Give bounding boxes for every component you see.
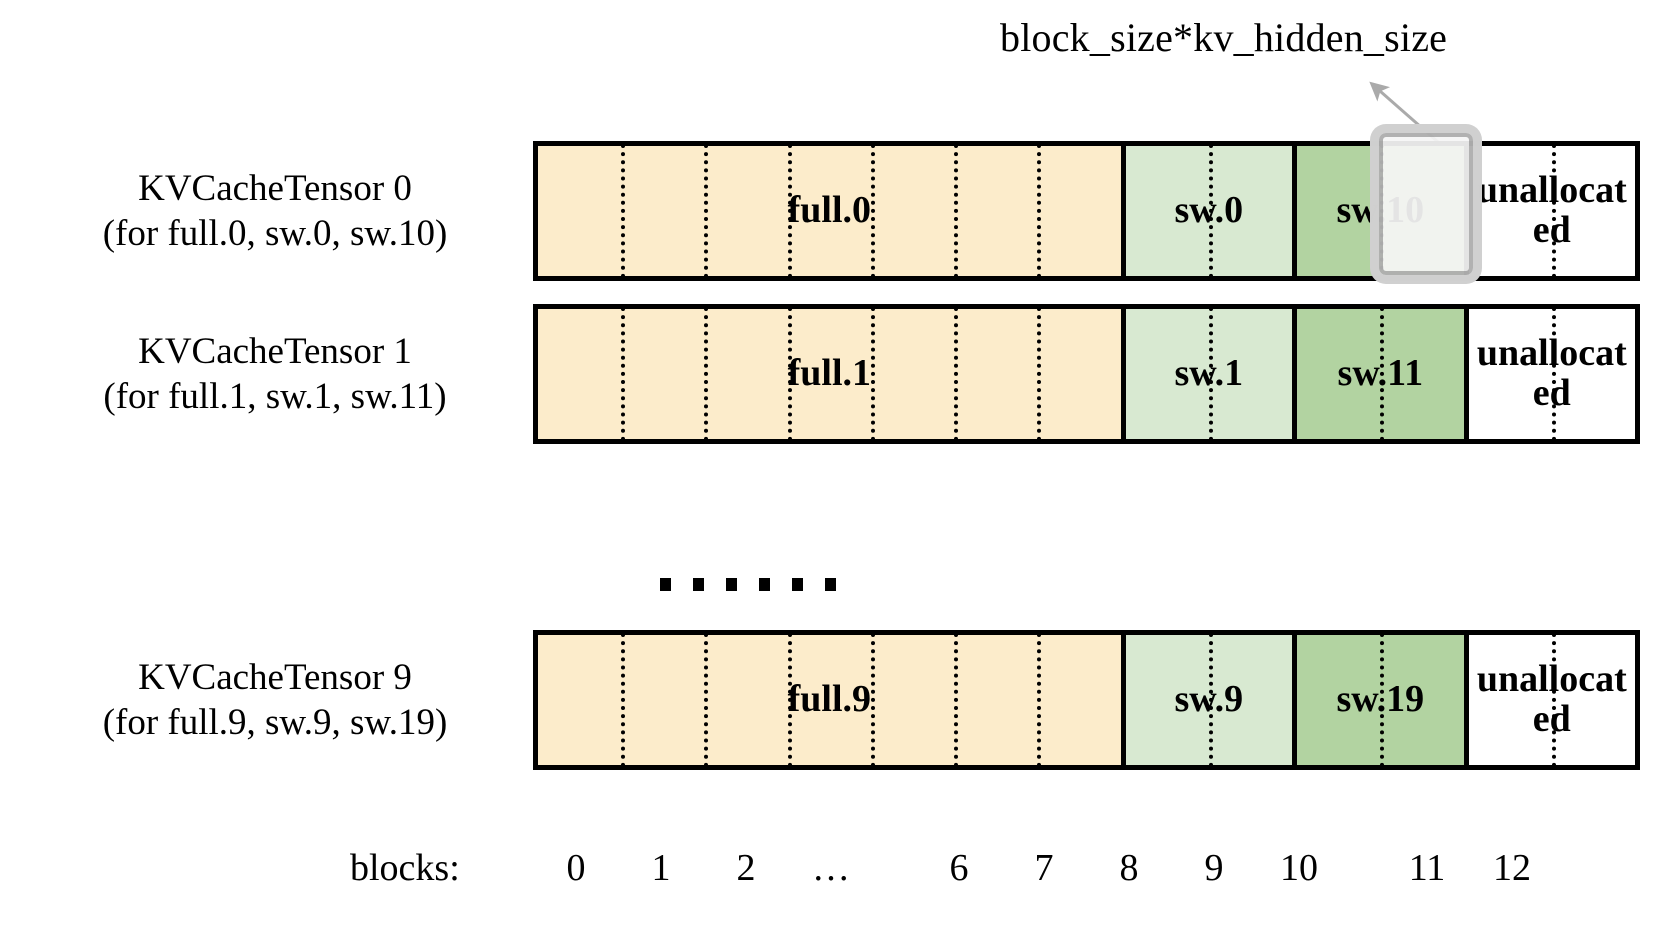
segment-full-9[interactable]: full.9: [538, 633, 1121, 767]
blocks-axis-caption: blocks:: [350, 847, 460, 889]
ellipsis-dot: [759, 578, 770, 591]
segment-sw-1[interactable]: sw.1: [1120, 307, 1293, 441]
ellipsis-dot: [693, 578, 704, 591]
ellipsis-dot: [660, 578, 671, 591]
block-tick-9: 9: [1204, 847, 1224, 889]
segment-unallocated-9[interactable]: unallocated: [1463, 633, 1636, 767]
row-label-tensor-0: KVCacheTensor 0 (for full.0, sw.0, sw.10…: [40, 166, 510, 256]
segment-label: unallocated: [1476, 169, 1627, 251]
block-tick-6: 6: [949, 847, 969, 889]
segment-label: unallocated: [1476, 332, 1627, 414]
segment-label: full.0: [787, 189, 871, 232]
block-tick-0: 0: [566, 847, 586, 889]
block-tick-12: 12: [1493, 847, 1531, 889]
segment-unallocated-1[interactable]: unallocated: [1463, 307, 1636, 441]
block-tick-ellipsis: …: [812, 847, 850, 889]
block-tick-2: 2: [736, 847, 756, 889]
segment-label: unallocated: [1476, 658, 1627, 740]
segment-sw-9[interactable]: sw.9: [1120, 633, 1293, 767]
tensor-bar-9[interactable]: full.9 sw.9 sw.19 unallocated: [533, 630, 1640, 770]
segment-label: sw.9: [1174, 678, 1244, 721]
ellipsis-dot: [792, 578, 803, 591]
tensor-bar-1[interactable]: full.1 sw.1 sw.11 unallocated: [533, 304, 1640, 444]
segment-full-0[interactable]: full.0: [538, 144, 1121, 278]
segment-unallocated-0[interactable]: unallocated: [1463, 144, 1636, 278]
row-label-subtitle: (for full.0, sw.0, sw.10): [102, 213, 448, 255]
segment-label: full.1: [787, 352, 871, 395]
row-label-tensor-9: KVCacheTensor 9 (for full.9, sw.9, sw.19…: [40, 655, 510, 745]
segment-full-1[interactable]: full.1: [538, 307, 1121, 441]
segment-label: sw.0: [1174, 189, 1244, 232]
segment-label: sw.19: [1336, 678, 1425, 721]
ellipsis-dot: [825, 578, 836, 591]
block-highlight-overlay[interactable]: [1370, 124, 1482, 284]
ellipsis-dot: [726, 578, 737, 591]
block-tick-7: 7: [1034, 847, 1054, 889]
segment-label: full.9: [787, 678, 871, 721]
row-label-subtitle: (for full.1, sw.1, sw.11): [103, 376, 447, 418]
block-tick-1: 1: [651, 847, 671, 889]
row-label-title: KVCacheTensor 1: [138, 331, 412, 372]
row-label-subtitle: (for full.9, sw.9, sw.19): [102, 702, 448, 744]
segment-label: sw.11: [1337, 352, 1424, 395]
rows-ellipsis: [660, 578, 836, 591]
segment-sw-11[interactable]: sw.11: [1292, 307, 1464, 441]
annotation-block-size-label: block_size*kv_hidden_size: [1000, 15, 1448, 60]
segment-sw-0[interactable]: sw.0: [1120, 144, 1293, 278]
segment-label: sw.1: [1174, 352, 1244, 395]
row-label-tensor-1: KVCacheTensor 1 (for full.1, sw.1, sw.11…: [40, 329, 510, 419]
row-label-title: KVCacheTensor 9: [138, 657, 412, 698]
segment-sw-19[interactable]: sw.19: [1292, 633, 1464, 767]
block-tick-10: 10: [1280, 847, 1318, 889]
block-tick-11: 11: [1408, 847, 1446, 889]
blocks-axis: blocks: 0 1 2 … 6 7 8 9 10 11 12: [0, 846, 1676, 906]
row-label-title: KVCacheTensor 0: [138, 168, 412, 209]
block-tick-8: 8: [1119, 847, 1139, 889]
